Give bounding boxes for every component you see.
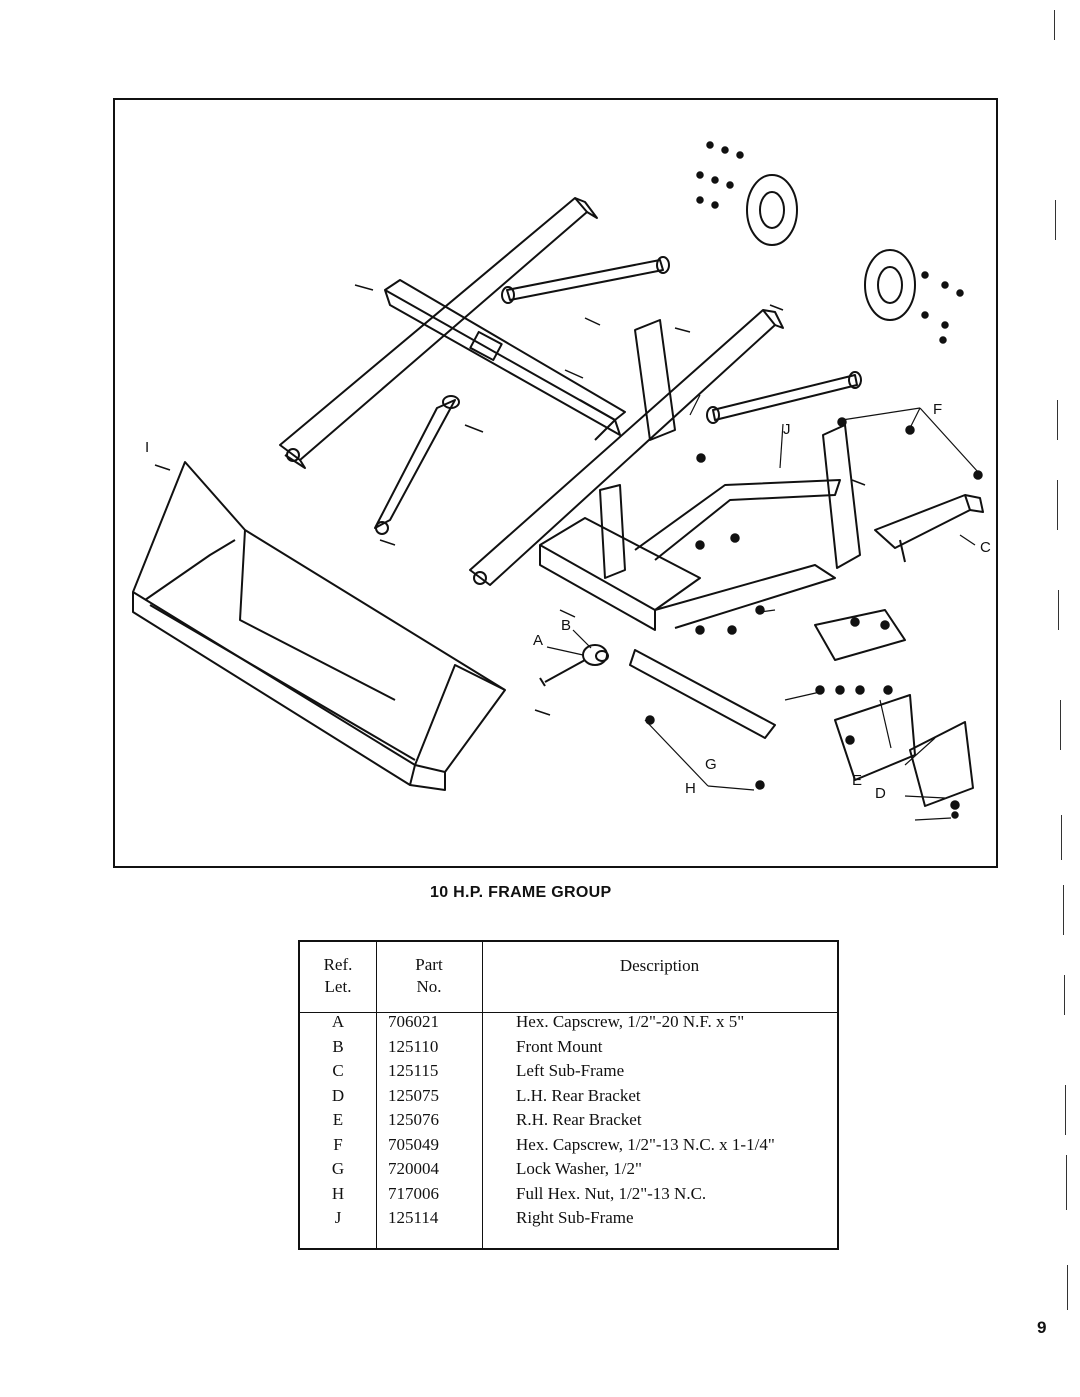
table-row: E 125076 R.H. Rear Bracket (300, 1108, 837, 1133)
callout-b: B (561, 617, 571, 634)
part-description: Hex. Capscrew, 1/2"-13 N.C. x 1-1/4" (516, 1134, 775, 1154)
table-row: F 705049 Hex. Capscrew, 1/2"-13 N.C. x 1… (300, 1133, 837, 1158)
callout-labels: A B C D E F G H I J (145, 401, 991, 802)
pins (154, 284, 866, 716)
header-ref: Ref. Let. (300, 954, 376, 998)
main-subframe (539, 319, 984, 631)
hardware-fasteners (645, 141, 983, 819)
frame-group-drawing: A B C D E F G H I J (132, 141, 991, 821)
table-row: H 717006 Full Hex. Nut, 1/2"-13 N.C. (300, 1182, 837, 1207)
ref-letter: B (332, 1036, 344, 1056)
cross-tube (384, 279, 626, 436)
part-description: Left Sub-Frame (516, 1061, 625, 1080)
rear-brackets (814, 609, 974, 807)
page-number: 9 (1037, 1318, 1047, 1337)
callout-j: J (783, 421, 791, 438)
table-row: B 125110 Front Mount (300, 1035, 837, 1060)
header-part-line1: Part (415, 955, 443, 974)
part-description: Front Mount (516, 1036, 603, 1056)
callout-f: F (933, 401, 942, 418)
callout-g: G (705, 756, 717, 773)
scan-edge-mark (1066, 1155, 1067, 1210)
callout-c: C (980, 539, 991, 556)
scan-edge-mark (1064, 975, 1065, 1015)
figure-caption: 10 H.P. FRAME GROUP (430, 884, 612, 901)
callout-h: H (685, 780, 696, 797)
ref-letter: G (331, 1159, 345, 1178)
part-number: 717006 (388, 1183, 439, 1203)
wheel-flanges (746, 174, 916, 321)
part-number: 125075 (388, 1085, 439, 1105)
part-description: Full Hex. Nut, 1/2"-13 N.C. (516, 1183, 707, 1203)
front-mount-parts (539, 644, 776, 739)
scan-edge-mark (1065, 1085, 1066, 1135)
column-divider (482, 942, 483, 1248)
part-description: Right Sub-Frame (516, 1208, 634, 1227)
header-part-line2: No. (416, 977, 442, 996)
table-row: G 720004 Lock Washer, 1/2" (300, 1157, 837, 1182)
ref-letter: E (332, 1110, 344, 1129)
scan-edge-mark (1055, 200, 1056, 240)
ref-letter: H (331, 1183, 345, 1203)
exploded-diagram: A B C D E F G H I J (113, 98, 998, 868)
header-ref-line1: Ref. (323, 955, 353, 974)
part-description: Lock Washer, 1/2" (516, 1159, 642, 1178)
scan-edge-mark (1057, 480, 1058, 530)
ref-letter: J (334, 1208, 342, 1227)
part-number: 705049 (388, 1134, 439, 1154)
part-number: 125114 (388, 1208, 439, 1227)
part-description: R.H. Rear Bracket (516, 1110, 642, 1129)
ref-letter: C (332, 1061, 344, 1080)
scan-edge-mark (1057, 400, 1058, 440)
part-number: 125110 (388, 1036, 439, 1056)
scan-edge-mark (1058, 590, 1059, 630)
scan-edge-mark (1067, 1265, 1068, 1310)
table-row: J 125114 Right Sub-Frame (300, 1206, 837, 1231)
header-divider (300, 1012, 837, 1013)
header-description: Description (619, 956, 700, 975)
column-divider (376, 942, 377, 1248)
callout-d: D (875, 785, 886, 802)
part-description: L.H. Rear Bracket (516, 1085, 641, 1105)
table-row: D 125075 L.H. Rear Bracket (300, 1084, 837, 1109)
scan-edge-mark (1060, 700, 1061, 750)
part-number: 720004 (388, 1159, 439, 1178)
table-row: A 706021 Hex. Capscrew, 1/2"-20 N.F. x 5… (300, 1010, 837, 1035)
header-ref-line2: Let. (324, 977, 352, 996)
leader-lines (546, 394, 979, 821)
part-number: 706021 (388, 1012, 439, 1031)
callout-a: A (533, 632, 543, 649)
left-boom-arm (279, 197, 598, 469)
loader-bucket (132, 461, 506, 791)
callout-e: E (852, 772, 862, 789)
part-description: Hex. Capscrew, 1/2"-20 N.F. x 5" (516, 1012, 745, 1031)
scan-edge-mark (1063, 885, 1064, 935)
ref-letter: F (333, 1134, 343, 1154)
ref-letter: A (331, 1012, 345, 1031)
scan-edge-mark (1061, 815, 1062, 860)
right-boom-arm (469, 309, 784, 586)
part-number: 125076 (388, 1110, 439, 1129)
parts-table: Ref. Let. Part No. Description A 706021 … (298, 940, 839, 1250)
header-part: Part No. (376, 954, 482, 998)
hydraulic-cylinders (374, 256, 862, 535)
part-number: 125115 (388, 1061, 439, 1080)
scan-edge-mark (1054, 10, 1055, 40)
table-row: C 125115 Left Sub-Frame (300, 1059, 837, 1084)
callout-i: I (145, 439, 149, 456)
ref-letter: D (331, 1085, 345, 1105)
table-body: A 706021 Hex. Capscrew, 1/2"-20 N.F. x 5… (300, 1000, 837, 1231)
